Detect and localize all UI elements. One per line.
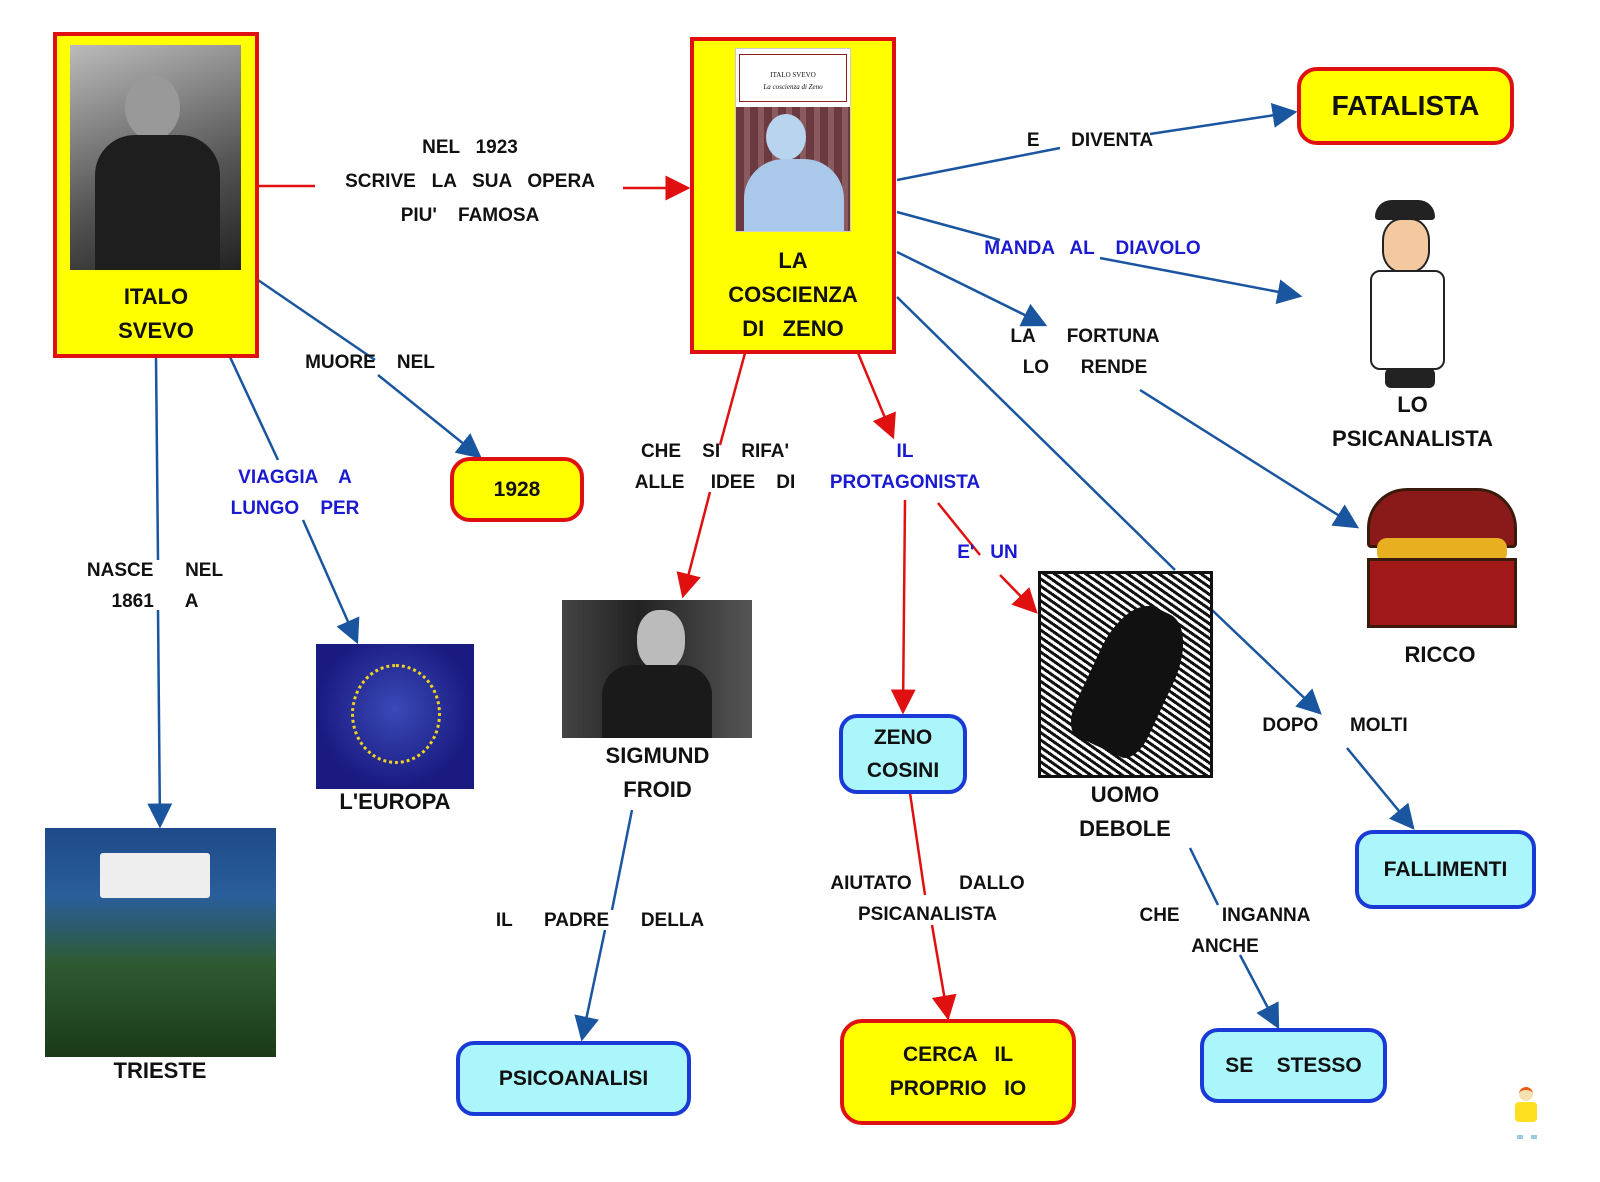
link-label-padre: IL PADRE DELLA	[495, 910, 705, 931]
node-label: L'EUROPA	[339, 789, 451, 814]
italo-svevo-photo	[70, 45, 241, 270]
node-europa[interactable]: L'EUROPA	[320, 787, 470, 817]
node-trieste[interactable]: TRIESTE	[85, 1056, 235, 1086]
node-label: ZENO COSINI	[866, 726, 940, 782]
node-fatalista[interactable]: FATALISTA	[1297, 67, 1514, 145]
node-uomo-debole[interactable]: UOMO DEBOLE	[1045, 778, 1205, 846]
book-title: La coscienza di Zeno	[763, 83, 823, 91]
link-label-aiutato: AIUTATO DALLO PSICANALISTA	[830, 873, 1025, 925]
node-zeno-cosini[interactable]: ZENO COSINI	[839, 714, 967, 794]
node-label: CERCA IL PROPRIO IO	[889, 1043, 1027, 1100]
node-cerca-il-proprio-io[interactable]: CERCA IL PROPRIO IO	[840, 1019, 1076, 1125]
link-label-nasce: NASCE NEL 1861 A	[86, 560, 224, 612]
link-label-diventa: E DIVENTA	[1026, 130, 1154, 151]
psychoanalyst-illustration	[1360, 200, 1460, 390]
link-label-rifa: CHE SI RIFA' ALLE IDEE DI	[634, 441, 796, 493]
uomo-debole-woodcut	[1038, 571, 1213, 778]
node-se-stesso[interactable]: SE STESSO	[1200, 1028, 1387, 1103]
node-label: TRIESTE	[113, 1058, 207, 1083]
node-psicanalista[interactable]: LO PSICANALISTA	[1320, 388, 1505, 456]
node-label: LO PSICANALISTA	[1332, 392, 1493, 451]
node-label: FALLIMENTI	[1383, 857, 1508, 881]
link-label-muore: MUORE NEL	[305, 352, 435, 373]
node-label: UOMO DEBOLE	[1079, 782, 1171, 841]
link-label-fortuna: LA FORTUNA LO RENDE	[1010, 326, 1160, 378]
link-label-protagonista: IL PROTAGONISTA	[829, 441, 981, 493]
link-label-viaggia: VIAGGIA A LUNGO PER	[230, 467, 360, 519]
link-label-dopo: DOPO MOLTI	[1262, 715, 1408, 736]
node-label: RICCO	[1404, 642, 1476, 667]
node-ricco[interactable]: RICCO	[1380, 640, 1500, 670]
treasure-chest-illustration	[1362, 488, 1520, 638]
node-label: FATALISTA	[1331, 90, 1480, 121]
node-fallimenti[interactable]: FALLIMENTI	[1355, 830, 1536, 909]
node-label: ITALO SVEVO	[118, 284, 194, 343]
link-label-inganna: CHE INGANNA ANCHE	[1139, 905, 1311, 957]
book-author: ITALO SVEVO	[770, 71, 816, 79]
europe-flag-image	[316, 644, 474, 789]
mascot-logo	[1505, 1085, 1550, 1145]
node-label: 1928	[493, 477, 541, 501]
freud-photo	[562, 600, 752, 738]
link-label-scrive: NEL 1923 SCRIVE LA SUA OPERA PIU' FAMOSA	[345, 137, 595, 226]
node-label: SE STESSO	[1225, 1053, 1362, 1077]
link-label-e-un: E' UN	[957, 542, 1018, 563]
node-label: PSICOANALISI	[498, 1066, 649, 1090]
node-psicoanalisi[interactable]: PSICOANALISI	[456, 1041, 691, 1116]
node-label: SIGMUND FROID	[605, 743, 710, 802]
book-cover-image: ITALO SVEVO La coscienza di Zeno	[735, 48, 851, 232]
node-sigmund-froid[interactable]: SIGMUND FROID	[570, 739, 745, 807]
link-label-manda: MANDA AL DIAVOLO	[984, 238, 1201, 259]
node-1928[interactable]: 1928	[450, 457, 584, 522]
node-label: LA COSCIENZA DI ZENO	[728, 248, 858, 341]
trieste-photo	[45, 828, 276, 1057]
